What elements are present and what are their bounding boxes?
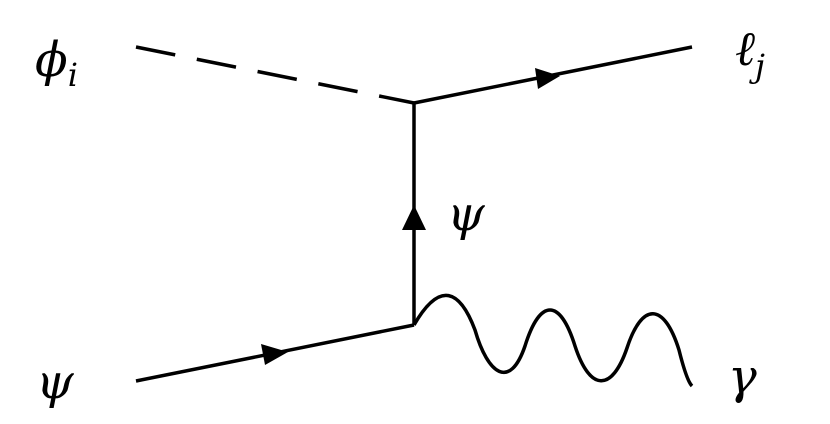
photon-wavy-line: [412, 293, 694, 388]
fermion-incoming-arrow-icon: [261, 344, 288, 365]
internal-fermion-label: ψ: [447, 186, 486, 242]
scalar-propagator-line: [135, 45, 415, 105]
lepton-arrow-icon: [535, 68, 560, 89]
internal-fermion-arrow-icon: [402, 205, 426, 230]
photon-label: γ: [728, 349, 757, 405]
scalar-label: ϕi: [35, 32, 78, 94]
lepton-label: ℓj: [735, 21, 765, 85]
fermion-in-label: ψ: [36, 354, 75, 410]
